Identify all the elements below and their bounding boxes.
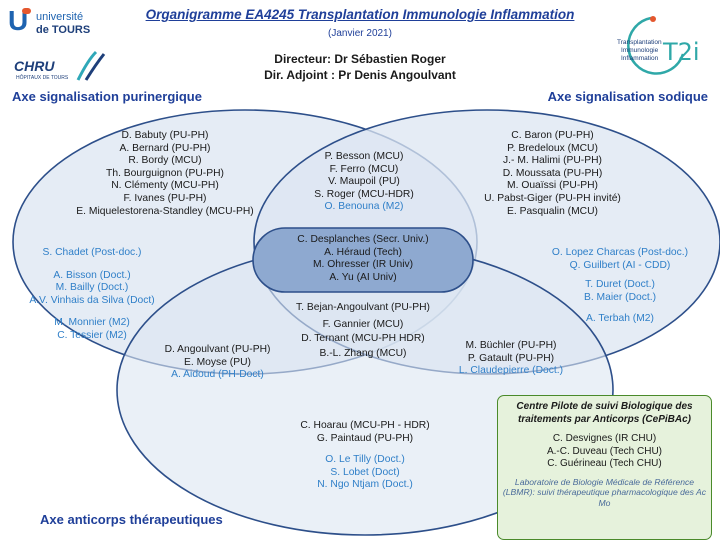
group-sodique-staff: C. Baron (PU-PH) P. Bredeloux (MCU) J.- … [484,130,621,217]
center-pill [252,227,474,293]
group-anticorps-students: O. Le Tilly (Doct.) S. Lobet (Doct) N. N… [317,454,413,491]
group-sodique-students: O. Lopez Charcas (Post-doc.) Q. Guilbert… [551,247,689,325]
group-sodique-anticorps: M. Büchler (PU-PH) P. Gatault (PU-PH) L.… [458,340,564,377]
date-label: (Janvier 2021) [328,28,392,39]
axis-sodique: Axe signalisation sodique [547,89,708,104]
director-block: Directeur: Dr Sébastien Roger Dir. Adjoi… [0,51,720,83]
page-title: Organigramme EA4245 Transplantation Immu… [145,7,575,22]
university-logo: U université de TOURS [8,5,91,37]
t2i-logo: Transplantation Immunologie Inflammation… [603,14,700,76]
group-triple: T. Bejan-Angoulvant (PU-PH) F. Gannier (… [296,302,430,359]
group-center: C. Desplanches (Secr. Univ.) A. Héraud (… [297,234,429,283]
axis-anticorps: Axe anticorps thérapeutiques [40,512,223,527]
cepibac-footer: Laboratoire de Biologie Médicale de Réfé… [502,476,707,509]
group-purinergique-sodique: P. Besson (MCU) F. Ferro (MCU) V. Maupoi… [314,151,414,213]
cepibac-title: Centre Pilote de suivi Biologique des tr… [516,401,693,425]
group-purinergique-anticorps: D. Angoulvant (PU-PH) E. Moyse (PU) A. A… [164,344,271,381]
cepibac-members: C. Desvignes (IR CHU) A.-C. Duveau (Tech… [546,433,663,469]
director: Directeur: Dr Sébastien Roger [274,52,446,66]
cepibac-box: Centre Pilote de suivi Biologique des tr… [497,395,712,540]
chru-logo: CHRU HÔPITAUX DE TOURS [14,50,114,82]
axis-purinergique: Axe signalisation purinergique [12,89,202,104]
group-anticorps-staff: C. Hoarau (MCU-PH - HDR) G. Paintaud (PU… [300,420,430,444]
deputy-director: Dir. Adjoint : Pr Denis Angoulvant [264,68,456,82]
group-purinergique-staff: D. Babuty (PU-PH) A. Bernard (PU-PH) R. … [76,130,254,217]
group-purinergique-students: S. Chadet (Post-doc.) A. Bisson (Doct.) … [29,247,155,341]
